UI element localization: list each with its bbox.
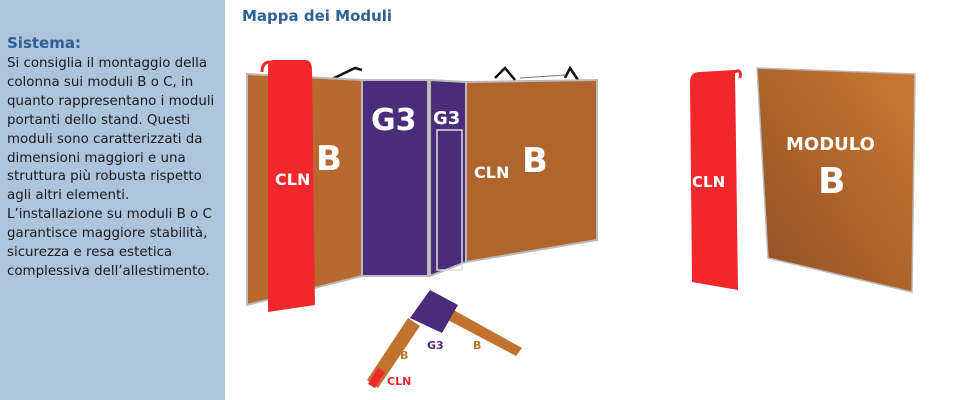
stand-assembly: CLN B G3 G3 CLN B bbox=[246, 60, 598, 312]
single-cln-label: CLN bbox=[692, 173, 725, 191]
plan-cln-label: CLN bbox=[387, 375, 411, 388]
single-module: CLN MODULO B bbox=[690, 67, 916, 293]
panel-b-right bbox=[465, 78, 598, 264]
modulo-b-panel bbox=[756, 67, 916, 293]
panel-g3-large bbox=[361, 79, 429, 277]
sidebar-heading: Sistema: bbox=[7, 34, 81, 52]
column-cln-single bbox=[690, 70, 738, 290]
stand-g3-small-label: G3 bbox=[433, 108, 460, 129]
stand-cln-right-label: CLN bbox=[474, 163, 509, 182]
stand-cln-label: CLN bbox=[275, 170, 310, 189]
page-title: Mappa dei Moduli bbox=[242, 7, 393, 25]
plan-b-left-label: B bbox=[400, 349, 408, 362]
plan-g3-label: G3 bbox=[427, 339, 444, 352]
single-modulo-label: MODULO bbox=[786, 134, 875, 155]
stand-b-right-label: B bbox=[522, 141, 548, 181]
column-cln bbox=[268, 60, 315, 312]
single-b-label: B bbox=[818, 161, 845, 202]
info-sidebar: Sistema: Si consiglia il montaggio della… bbox=[0, 0, 225, 400]
stand-b-left-label: B bbox=[316, 139, 342, 179]
plan-view: G3 B B CLN bbox=[367, 290, 522, 388]
plan-b-right-label: B bbox=[473, 339, 481, 352]
sidebar-body: Si consiglia il montaggio della colonna … bbox=[7, 56, 215, 279]
stand-g3-large-label: G3 bbox=[371, 103, 417, 138]
